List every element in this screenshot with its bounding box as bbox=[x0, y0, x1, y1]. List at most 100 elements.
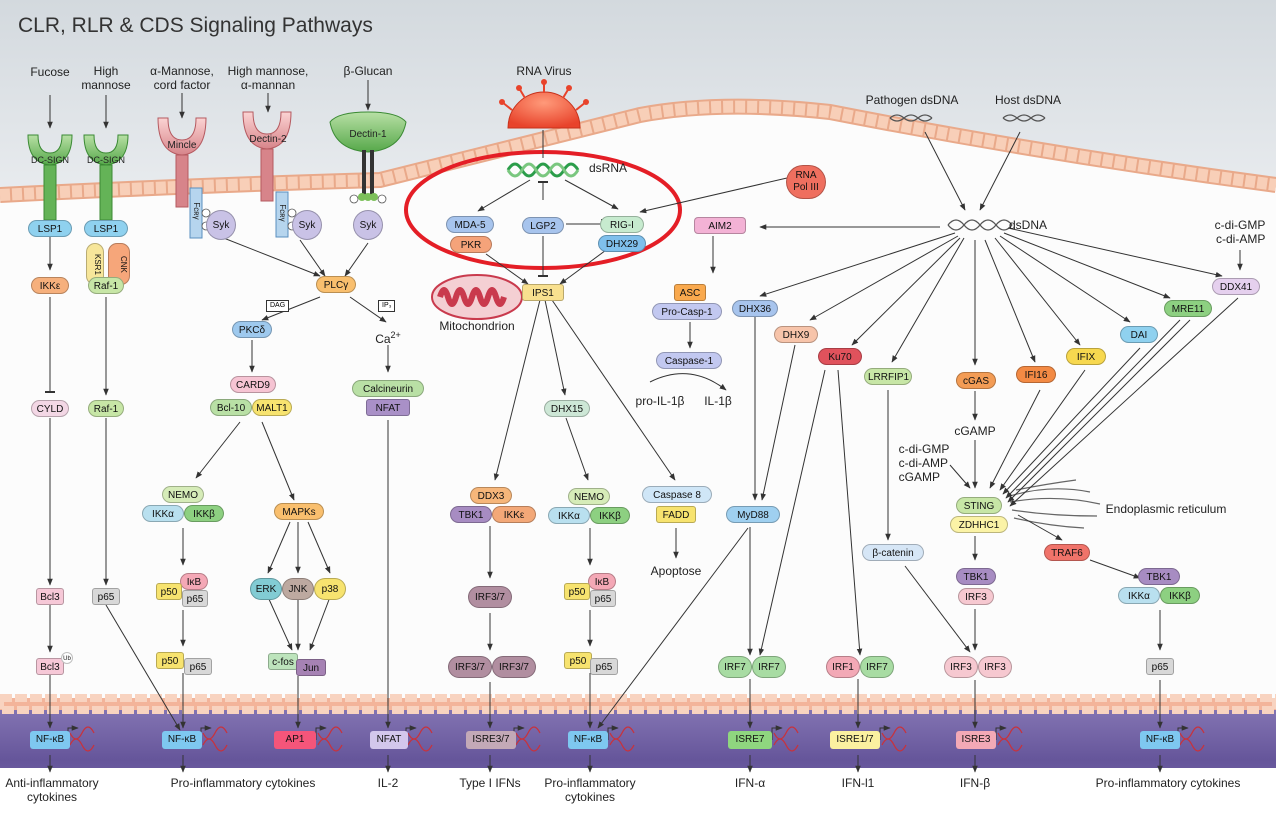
calcium-charge: 2+ bbox=[390, 330, 401, 340]
node-ikkb-2: IKKβ bbox=[590, 507, 630, 524]
node-p50-2: p50 bbox=[156, 652, 184, 669]
er-label: Endoplasmic reticulum bbox=[1105, 502, 1227, 516]
node-p65-1: p65 bbox=[182, 590, 208, 607]
endoplasmic-reticulum-shape bbox=[1009, 479, 1101, 529]
output-ifn-beta: IFN-β bbox=[959, 776, 991, 790]
node-ifix: IFIX bbox=[1066, 348, 1106, 365]
node-fadd: FADD bbox=[656, 506, 696, 523]
node-irf37-3: IRF3/7 bbox=[492, 656, 536, 678]
pathogen-dsdna-glyph bbox=[889, 114, 933, 122]
node-zdhhc1: ZDHHC1 bbox=[950, 516, 1008, 533]
ligand-rna-virus: RNA Virus bbox=[516, 64, 572, 78]
nucleus-isre37: ISRE3/7 bbox=[466, 731, 516, 749]
node-aim2: AIM2 bbox=[694, 217, 746, 234]
output-anti-inflammatory: Anti-inflammatory cytokines bbox=[5, 776, 99, 804]
node-calcineurin: Calcineurin bbox=[352, 380, 424, 397]
node-ikka-3: IKKα bbox=[1118, 587, 1160, 604]
node-bcl3-2: Bcl3 bbox=[36, 658, 64, 675]
nucleus-ap1: AP1 bbox=[274, 731, 316, 749]
node-irf37-1: IRF3/7 bbox=[468, 586, 512, 608]
node-p65-4: p65 bbox=[590, 658, 618, 675]
node-dhx9: DHX9 bbox=[774, 326, 818, 343]
node-sting: STING bbox=[956, 497, 1002, 514]
node-p65-left: p65 bbox=[92, 588, 120, 605]
output-type1-ifns: Type I IFNs bbox=[459, 776, 521, 790]
node-ips1: IPS1 bbox=[522, 284, 564, 301]
node-ddx41: DDX41 bbox=[1212, 278, 1260, 295]
node-irf37-2: IRF3/7 bbox=[448, 656, 492, 678]
node-p65-2: p65 bbox=[184, 658, 212, 675]
node-irf7-3: IRF7 bbox=[860, 656, 894, 678]
ligand-high-mannose-mannan: High mannose, α-mannan bbox=[227, 64, 309, 92]
node-lgp2: LGP2 bbox=[522, 217, 564, 234]
rna-virus bbox=[499, 79, 589, 129]
node-irf7-1: IRF7 bbox=[718, 656, 752, 678]
receptor-dectin2: Dectin-2 bbox=[249, 134, 287, 145]
dectin1-receptor bbox=[329, 111, 407, 198]
node-pkr: PKR bbox=[450, 236, 492, 253]
nucleus-nfkb-1: NF-κB bbox=[30, 731, 70, 749]
nucleus-nfkb-3: NF-κB bbox=[568, 731, 608, 749]
node-ub: Ub bbox=[61, 652, 73, 664]
node-caspase8: Caspase 8 bbox=[642, 486, 712, 503]
node-ikb-2: IκB bbox=[588, 573, 616, 590]
node-lrrfip1: LRRFIP1 bbox=[864, 368, 912, 385]
dectin2-receptor bbox=[242, 111, 292, 202]
node-nemo-2: NEMO bbox=[568, 488, 610, 505]
node-rigi: RIG-I bbox=[600, 216, 644, 233]
node-mapks: MAPKs bbox=[274, 503, 324, 520]
node-syk-1: Syk bbox=[206, 210, 236, 240]
dna-marks bbox=[69, 726, 1205, 752]
output-pro-inflammatory-3: Pro-inflammatory cytokines bbox=[1095, 776, 1241, 790]
cgamp-label: cGAMP bbox=[954, 424, 996, 438]
ligand-host-dsdna: Host dsDNA bbox=[994, 93, 1062, 107]
node-dhx15: DHX15 bbox=[544, 400, 590, 417]
nucleus-isre17: ISRE1/7 bbox=[830, 731, 880, 749]
dsrna-label: dsRNA bbox=[588, 161, 628, 175]
dag-label: DAG bbox=[266, 300, 290, 312]
fcry-label-2: Fcʀγ bbox=[278, 204, 287, 222]
node-cgas: cGAS bbox=[956, 372, 996, 389]
node-irf7-2: IRF7 bbox=[752, 656, 786, 678]
output-ifn-alpha: IFN-α bbox=[734, 776, 766, 790]
node-nemo-1: NEMO bbox=[162, 486, 204, 503]
node-irf1: IRF1 bbox=[826, 656, 860, 678]
node-jnk: JNK bbox=[282, 578, 314, 600]
node-pkcd: PKCδ bbox=[232, 321, 272, 338]
node-dai: DAI bbox=[1120, 326, 1158, 343]
nucleus-nfat: NFAT bbox=[370, 731, 408, 749]
ligand-alpha-mannose: α-Mannose, cord factor bbox=[150, 64, 214, 92]
output-area bbox=[0, 768, 1276, 815]
node-bcl10: Bcl-10 bbox=[210, 399, 252, 416]
node-traf6: TRAF6 bbox=[1044, 544, 1090, 561]
page-title: CLR, RLR & CDS Signaling Pathways bbox=[18, 14, 373, 37]
node-caspase1: Caspase-1 bbox=[656, 352, 722, 369]
node-ku70: Ku70 bbox=[818, 348, 862, 365]
il1b-label: IL-1β bbox=[704, 394, 732, 408]
apoptose-label: Apoptose bbox=[650, 564, 702, 578]
mincle-receptor bbox=[157, 117, 207, 208]
receptor-dc-sign-1: DC-SIGN bbox=[31, 155, 69, 165]
node-ikka-1: IKKα bbox=[142, 505, 184, 522]
pro-il1b-label: pro-IL-1β bbox=[635, 394, 685, 408]
node-tbk1-2: TBK1 bbox=[956, 568, 996, 585]
node-ikb-1: IκB bbox=[180, 573, 208, 590]
calcium-text: Ca bbox=[375, 332, 391, 346]
node-ikke-2: IKKε bbox=[492, 506, 536, 523]
node-ikkb-3: IKKβ bbox=[1160, 587, 1200, 604]
node-p50-4: p50 bbox=[564, 652, 592, 669]
node-bcl3-1: Bcl3 bbox=[36, 588, 64, 605]
output-il2: IL-2 bbox=[377, 776, 399, 790]
node-lsp1-2: LSP1 bbox=[84, 220, 128, 237]
ligand-high-mannose: High mannose bbox=[81, 64, 131, 92]
node-cnk: CNK bbox=[108, 243, 130, 285]
receptor-dc-sign-2: DC-SIGN bbox=[87, 155, 125, 165]
cdi-cgamp-label: c-di-GMP c-di-AMP cGAMP bbox=[898, 442, 950, 484]
nucleus-isre7: ISRE7 bbox=[728, 731, 772, 749]
ligand-fucose: Fucose bbox=[30, 65, 70, 79]
node-mda5: MDA-5 bbox=[446, 216, 494, 233]
node-beta-catenin: β-catenin bbox=[862, 544, 924, 561]
node-irf3-2: IRF3 bbox=[944, 656, 978, 678]
